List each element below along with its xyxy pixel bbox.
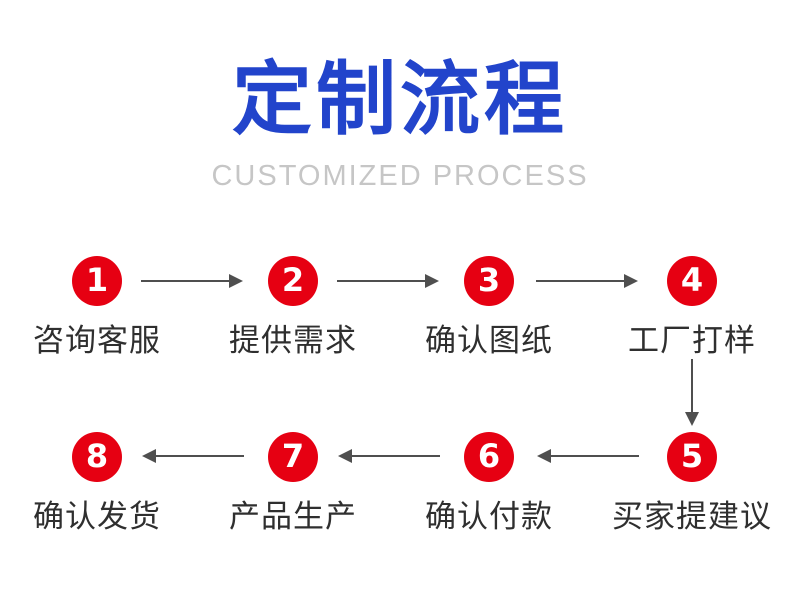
step-4-badge: 4: [667, 256, 717, 306]
page-subtitle: CUSTOMIZED PROCESS: [211, 160, 589, 192]
step-7: 7 产品生产: [193, 432, 393, 536]
step-7-label: 产品生产: [229, 499, 357, 534]
page-title: 定制流程: [232, 55, 568, 144]
step-5-label: 买家提建议: [612, 499, 772, 534]
step-3-badge: 3: [464, 256, 514, 306]
step-5-number: 5: [680, 437, 704, 475]
step-3: 3 确认图纸: [389, 256, 589, 360]
step-3-number: 3: [477, 261, 501, 299]
step-1-number: 1: [85, 261, 109, 299]
step-8-badge: 8: [72, 432, 122, 482]
arrow-step4-to-step5-icon: [685, 359, 699, 426]
step-2-badge: 2: [268, 256, 318, 306]
step-6-badge: 6: [464, 432, 514, 482]
step-2: 2 提供需求: [193, 256, 393, 360]
step-6: 6 确认付款: [389, 432, 589, 536]
step-3-label: 确认图纸: [425, 323, 553, 358]
arrow-step5-to-step6-icon: [537, 449, 639, 463]
step-4-label: 工厂打样: [628, 323, 756, 358]
arrow-step7-to-step8-icon: [142, 449, 244, 463]
step-5: 5 买家提建议: [592, 432, 792, 536]
step-6-label: 确认付款: [425, 499, 553, 534]
arrow-step6-to-step7-icon: [338, 449, 440, 463]
step-7-badge: 7: [268, 432, 318, 482]
step-8-number: 8: [85, 437, 109, 475]
step-4-number: 4: [680, 261, 704, 299]
step-8-label: 确认发货: [33, 499, 161, 534]
step-2-label: 提供需求: [229, 323, 357, 358]
step-1: 1 咨询客服: [0, 256, 197, 360]
step-8: 8 确认发货: [0, 432, 197, 536]
arrow-step1-to-step2-icon: [141, 274, 243, 288]
step-2-number: 2: [281, 261, 305, 299]
arrow-step3-to-step4-icon: [536, 274, 638, 288]
step-1-badge: 1: [72, 256, 122, 306]
step-7-number: 7: [281, 437, 305, 475]
step-6-number: 6: [477, 437, 501, 475]
step-5-badge: 5: [667, 432, 717, 482]
step-1-label: 咨询客服: [33, 323, 161, 358]
step-4: 4 工厂打样: [592, 256, 792, 360]
arrow-step2-to-step3-icon: [337, 274, 439, 288]
